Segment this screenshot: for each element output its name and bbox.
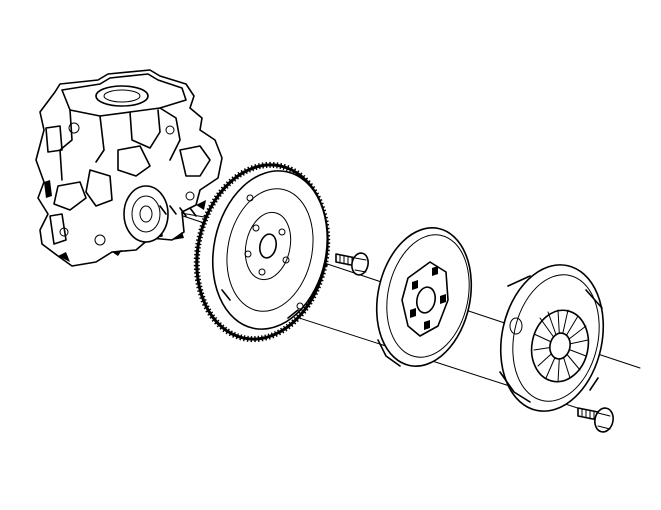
cylinder-bore-inner [103,89,141,103]
crankshaft-flange [123,185,169,243]
clutch-disc [375,227,473,367]
diaphragm-spring [530,309,590,383]
pressure-plate-bolt-head [594,407,614,433]
pressure-plate-dowel [509,317,523,335]
engine-block [35,69,223,267]
cylinder-bore [95,85,149,107]
flywheel-hub [244,211,292,281]
pressure-plate [499,264,605,412]
release-bearing-bore [549,332,571,360]
pressure-plate-bolt [577,407,614,433]
crank-bolts [159,205,197,217]
flywheel [193,161,331,343]
clutch-disc-facing [386,234,470,358]
flywheel-bolt [335,252,369,276]
flywheel-center-hole [258,233,278,259]
clutch-disc-spline [415,286,437,314]
